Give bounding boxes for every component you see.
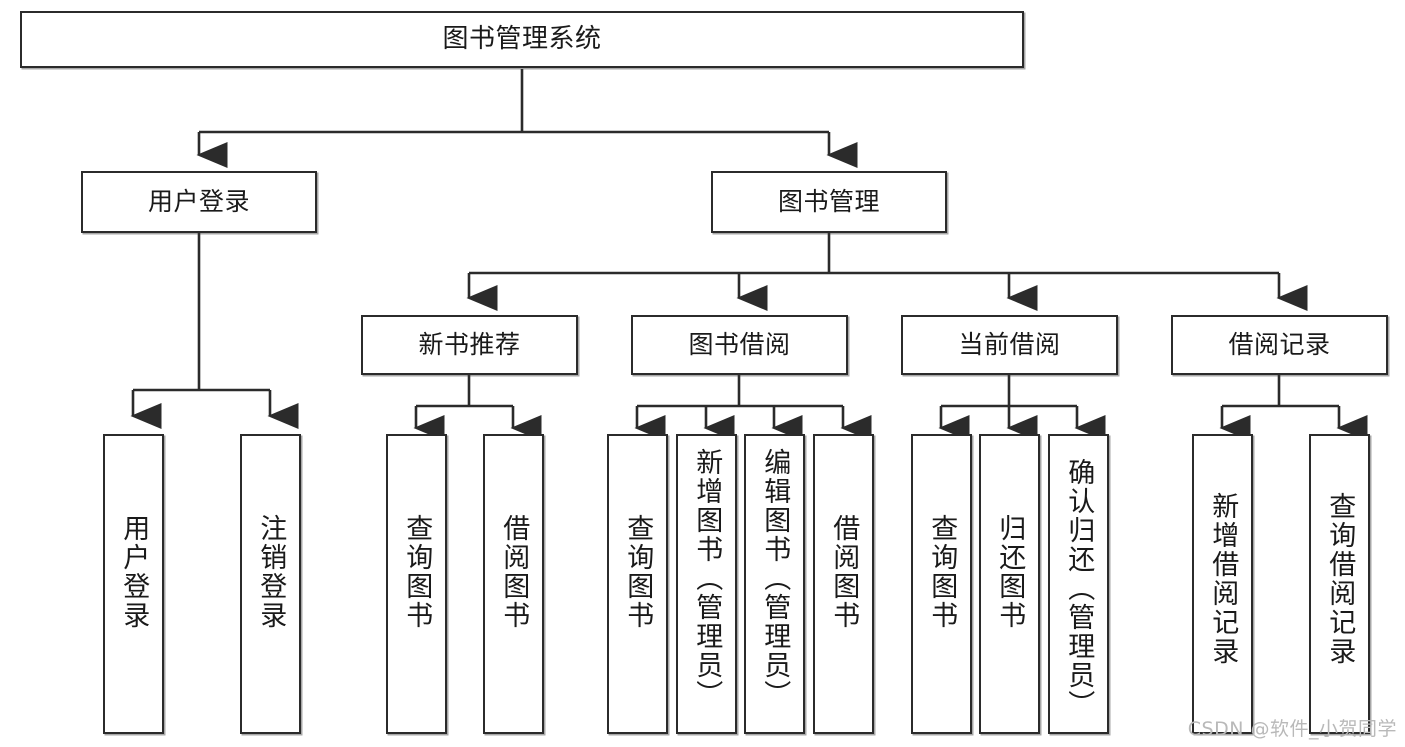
leaf-query-book-new[interactable]: 查询图书 [386, 434, 447, 734]
node-label: 确认归还（管理员） [1063, 458, 1095, 719]
leaf-borrow-book[interactable]: 借阅图书 [813, 434, 874, 734]
node-label: 查询图书 [401, 514, 433, 630]
node-label: 注销登录 [255, 514, 287, 630]
node-label: 借阅图书 [498, 514, 530, 630]
node-current-borrow[interactable]: 当前借阅 [901, 315, 1118, 375]
leaf-logout[interactable]: 注销登录 [240, 434, 301, 734]
node-label: 用户登录 [118, 514, 150, 630]
node-label: 新增借阅记录 [1207, 492, 1239, 666]
leaf-query-book-current[interactable]: 查询图书 [911, 434, 972, 734]
leaf-confirm-return-admin[interactable]: 确认归还（管理员） [1048, 434, 1109, 734]
node-user-login[interactable]: 用户登录 [81, 171, 317, 233]
node-label: 当前借阅 [958, 329, 1061, 359]
node-label: 新书推荐 [418, 329, 521, 359]
node-label: 查询图书 [622, 514, 654, 630]
node-label: 图书管理 [777, 186, 880, 216]
leaf-query-borrow-record[interactable]: 查询借阅记录 [1309, 434, 1370, 734]
csdn-watermark: CSDN @软件_小贺同学 [1187, 718, 1397, 740]
node-borrow-record[interactable]: 借阅记录 [1171, 315, 1388, 375]
node-book-borrow[interactable]: 图书借阅 [631, 315, 848, 375]
node-label: 编辑图书（管理员） [759, 448, 791, 709]
node-label: 图书管理系统 [442, 23, 602, 54]
node-label: 新增图书（管理员） [691, 448, 723, 709]
leaf-return-book[interactable]: 归还图书 [979, 434, 1040, 734]
leaf-user-login[interactable]: 用户登录 [103, 434, 164, 734]
node-label: 图书借阅 [688, 329, 791, 359]
leaf-borrow-book-new[interactable]: 借阅图书 [483, 434, 544, 734]
node-book-management[interactable]: 图书管理 [711, 171, 947, 233]
node-label: 借阅图书 [828, 514, 860, 630]
node-new-book-recommend[interactable]: 新书推荐 [361, 315, 578, 375]
node-label: 查询图书 [926, 514, 958, 630]
leaf-query-book-borrow[interactable]: 查询图书 [607, 434, 668, 734]
leaf-add-book-admin[interactable]: 新增图书（管理员） [676, 434, 737, 734]
node-root-system[interactable]: 图书管理系统 [20, 11, 1024, 68]
node-label: 用户登录 [147, 186, 250, 216]
leaf-edit-book-admin[interactable]: 编辑图书（管理员） [744, 434, 805, 734]
node-label: 借阅记录 [1228, 329, 1331, 359]
node-label: 归还图书 [994, 514, 1026, 630]
leaf-add-borrow-record[interactable]: 新增借阅记录 [1192, 434, 1253, 734]
node-label: 查询借阅记录 [1324, 492, 1356, 666]
